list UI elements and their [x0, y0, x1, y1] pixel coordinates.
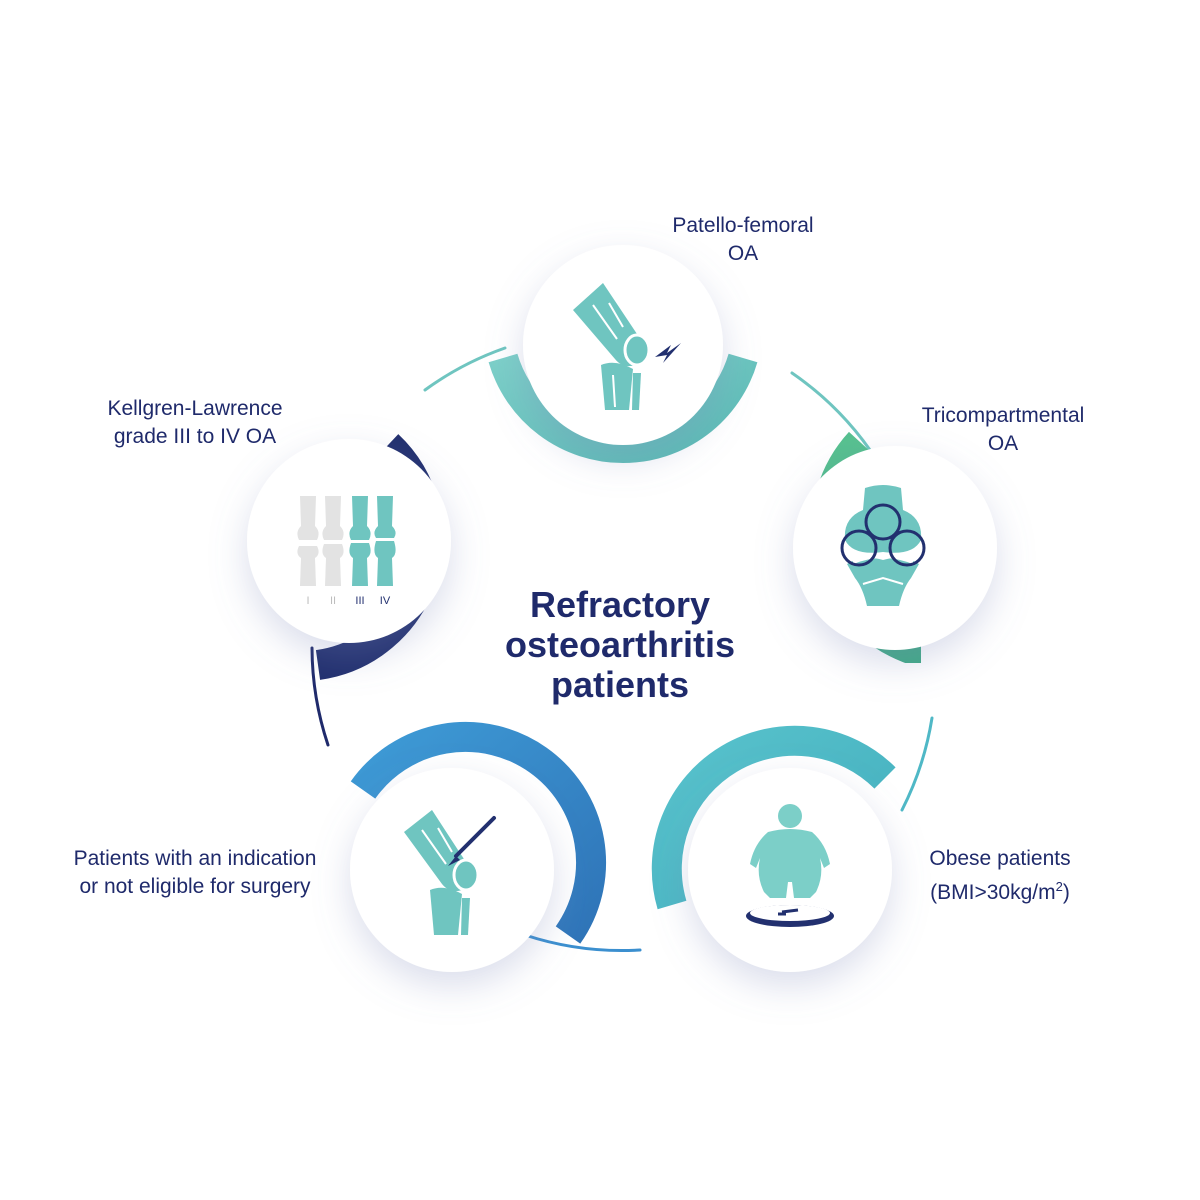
knee-grades-icon: I II III IV: [297, 496, 396, 607]
obese-person-scale-icon: [746, 804, 834, 927]
obese-label: Obese patients (BMI>30kg/m2): [929, 847, 1071, 904]
grade-label: III: [355, 595, 364, 607]
knee-scalpel-icon: [404, 810, 496, 935]
grade-label: II: [330, 595, 336, 607]
obese-arc: [651, 725, 896, 910]
tricompartmental-knee-icon: [840, 485, 926, 606]
grade-label: I: [306, 595, 309, 607]
center-title: Refractory osteoarthritis patients: [504, 584, 736, 705]
patellofemoral-arc: [488, 353, 758, 463]
surgery-arc: [350, 721, 606, 944]
connector-ring: [310, 346, 934, 953]
tricompartmental-label: Tricompartmental OA: [921, 404, 1085, 455]
kellgren-node: [247, 439, 451, 643]
kellgren-label: Kellgren-Lawrence grade III to IV OA: [107, 397, 283, 448]
patellofemoral-label: Patello-femoral OA: [672, 214, 814, 265]
knee-pain-icon: [573, 283, 681, 410]
grade-label: IV: [380, 595, 391, 607]
surgery-label: Patients with an indication or not eligi…: [73, 847, 317, 898]
